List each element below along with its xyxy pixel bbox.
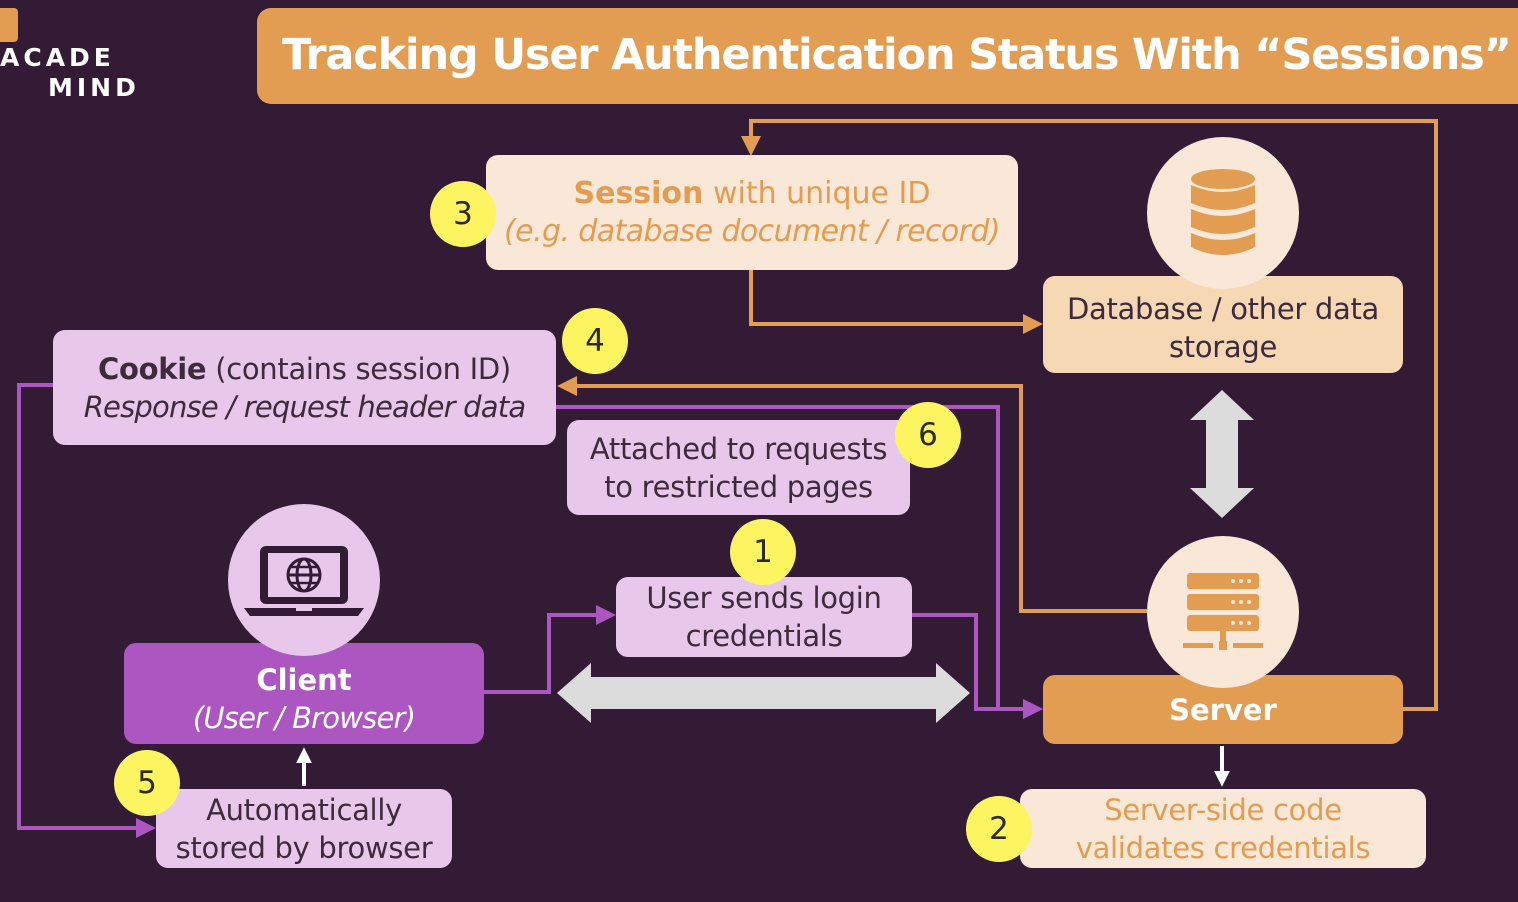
validate-box-line2: validates credentials bbox=[1075, 830, 1371, 865]
server-icon bbox=[1183, 573, 1263, 650]
step-badge-6: 6 bbox=[895, 402, 961, 468]
cookie-box-rest: (contains session ID) bbox=[206, 351, 511, 386]
step-badge-4: 4 bbox=[562, 308, 628, 374]
server-to-cookie-connector bbox=[557, 376, 1147, 613]
session-box-line1: Session with unique ID bbox=[573, 175, 930, 213]
page-title: Tracking User Authentication Status With… bbox=[282, 30, 1512, 80]
server-box-label: Server bbox=[1169, 692, 1277, 727]
database-server-double-arrow bbox=[1190, 390, 1254, 518]
database-box-line1: Database / other data bbox=[1066, 291, 1380, 326]
step-badge-3: 3 bbox=[430, 181, 496, 247]
login-box-line1: User sends login bbox=[646, 581, 882, 615]
client-box: Client (User / Browser) bbox=[124, 643, 484, 744]
client-to-login-connector bbox=[484, 605, 616, 694]
logo-text-line2: MIND bbox=[48, 73, 140, 102]
database-icon bbox=[1191, 169, 1255, 255]
logo-text-line1: ACADE bbox=[0, 43, 115, 72]
cookie-box: Cookie (contains session ID) Response / … bbox=[53, 330, 556, 445]
step-badge-2: 2 bbox=[966, 796, 1032, 862]
attached-box-line1: Attached to requests bbox=[589, 431, 888, 466]
client-box-line1: Client bbox=[256, 662, 352, 697]
session-box-rest: with unique ID bbox=[703, 175, 931, 211]
attached-requests-box: Attached to requests to restricted pages bbox=[567, 420, 910, 515]
login-credentials-box: User sends login credentials bbox=[616, 577, 912, 657]
server-box: Server bbox=[1043, 675, 1403, 744]
stored-by-browser-box: Automatically stored by browser bbox=[156, 789, 452, 868]
title-bar bbox=[257, 8, 1518, 104]
server-icon-circle bbox=[1147, 536, 1299, 688]
stored-box-line1: Automatically bbox=[206, 792, 402, 827]
database-icon-circle bbox=[1147, 137, 1299, 289]
cookie-to-stored-connector bbox=[17, 383, 156, 838]
session-box-bold: Session bbox=[573, 175, 704, 211]
validate-credentials-box: Server-side code validates credentials bbox=[1020, 789, 1426, 868]
validate-box-line1: Server-side code bbox=[1104, 792, 1342, 827]
client-icon-circle bbox=[228, 504, 380, 656]
session-to-database-connector bbox=[749, 270, 1043, 334]
client-box-line2: (User / Browser) bbox=[192, 700, 416, 735]
login-box-line2: credentials bbox=[685, 619, 843, 653]
client-server-double-arrow bbox=[557, 663, 970, 723]
session-box: Session with unique ID (e.g. database do… bbox=[486, 155, 1018, 270]
cookie-box-bold: Cookie bbox=[98, 351, 207, 386]
database-box-line2: storage bbox=[1168, 329, 1278, 364]
step-badge-5: 5 bbox=[114, 750, 180, 816]
database-box: Database / other data storage bbox=[1043, 276, 1403, 373]
logo-mark bbox=[0, 8, 18, 42]
cookie-box-line2: Response / request header data bbox=[83, 389, 526, 424]
cookie-box-line1: Cookie (contains session ID) bbox=[98, 350, 511, 388]
server-to-session-connector bbox=[741, 119, 1438, 711]
step-badge-1: 1 bbox=[730, 519, 796, 585]
stored-box-line2: stored by browser bbox=[175, 830, 433, 865]
attached-box-line2: to restricted pages bbox=[604, 469, 873, 504]
laptop-globe-icon bbox=[244, 546, 364, 616]
session-box-line2: (e.g. database document / record) bbox=[504, 213, 1001, 249]
login-to-server-connector bbox=[912, 613, 1043, 719]
